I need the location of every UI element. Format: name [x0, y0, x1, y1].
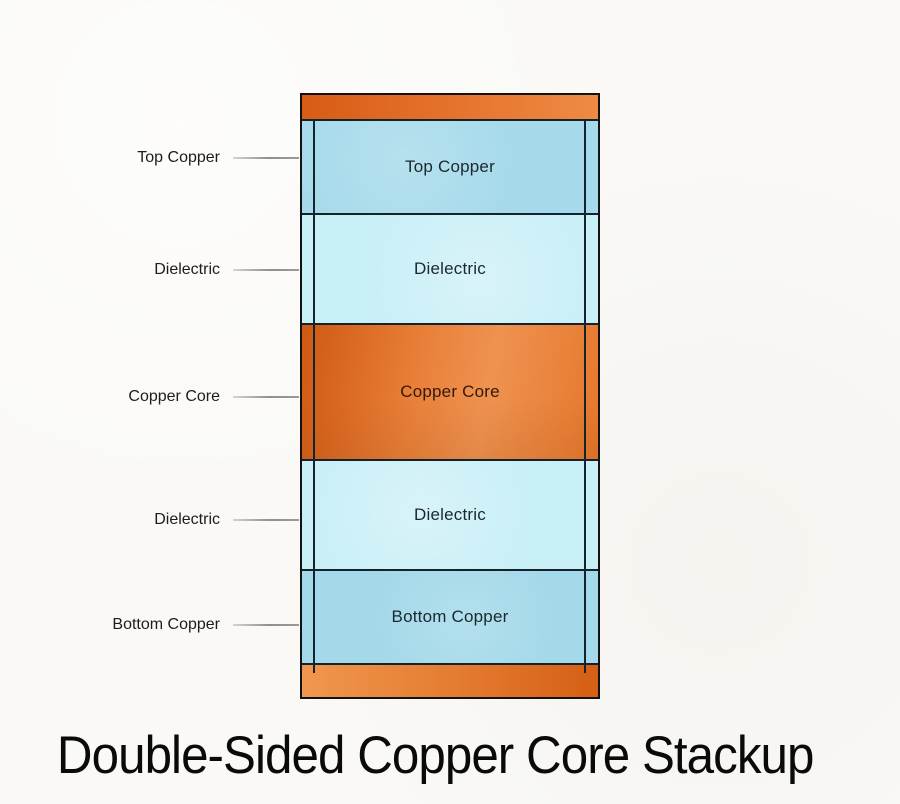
side-label-dielectric-lower: Dielectric — [154, 511, 220, 528]
leader-line-bottom-copper — [233, 624, 299, 626]
layer-label-copper-core: Copper Core — [400, 382, 500, 401]
layer-top-copper: Top Copper — [302, 119, 598, 213]
leader-line-top-copper — [233, 157, 299, 159]
layer-label-top-copper: Top Copper — [405, 157, 495, 176]
layer-dielectric-upper: Dielectric — [302, 213, 598, 323]
layer-stack: Top Copper Dielectric Copper Core Dielec… — [300, 93, 600, 699]
layer-label-dielectric-upper: Dielectric — [414, 259, 486, 278]
leader-line-dielectric-upper — [233, 269, 299, 271]
side-label-dielectric-upper: Dielectric — [154, 261, 220, 278]
layer-copper-core: Copper Core — [302, 323, 598, 459]
layer-dielectric-lower: Dielectric — [302, 459, 598, 569]
leader-line-dielectric-lower — [233, 519, 299, 521]
diagram-title: Double-Sided Copper Core Stackup — [56, 726, 815, 785]
side-label-top-copper: Top Copper — [137, 149, 220, 166]
layer-bottom-copper: Bottom Copper — [302, 569, 598, 663]
layer-label-dielectric-lower: Dielectric — [414, 505, 486, 524]
inner-border-line-right — [584, 119, 586, 673]
inner-border-line-left — [313, 119, 315, 673]
side-label-copper-core: Copper Core — [128, 388, 220, 405]
side-label-bottom-copper: Bottom Copper — [112, 616, 220, 633]
leader-line-copper-core — [233, 396, 299, 398]
layer-top-foil-strip — [302, 95, 598, 119]
layer-label-bottom-copper: Bottom Copper — [391, 607, 509, 626]
layer-bottom-foil-strip — [302, 663, 598, 697]
